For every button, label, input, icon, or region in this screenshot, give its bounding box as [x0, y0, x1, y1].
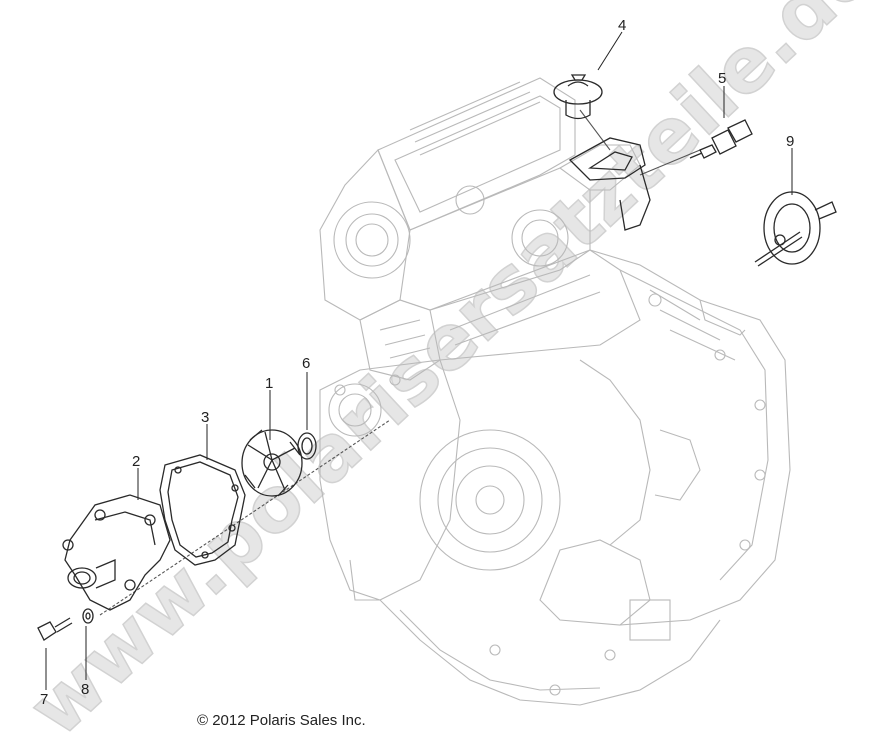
callout-3: 3: [201, 409, 209, 426]
washer: [82, 608, 94, 624]
seal: [297, 432, 317, 460]
watermark-text: www.polarisersatzteile.de: [12, 0, 882, 750]
callout-4: 4: [618, 17, 626, 34]
water-pump-cover: [62, 494, 171, 611]
copyright-text: © 2012 Polaris Sales Inc.: [197, 712, 366, 729]
engine-block: [319, 77, 791, 706]
callout-7: 7: [40, 691, 48, 708]
bolt: [37, 617, 73, 641]
impeller: [241, 429, 303, 497]
pump-shaft-gear: [754, 191, 837, 267]
thermostat: [553, 74, 651, 231]
callouts: 1 2 3 4 5 6 7 8 9: [40, 17, 794, 708]
callout-8: 8: [81, 681, 89, 698]
temperature-sensor: [689, 119, 753, 159]
callout-9: 9: [786, 133, 794, 150]
callout-6: 6: [302, 355, 310, 372]
callout-1: 1: [265, 375, 273, 392]
callout-2: 2: [132, 453, 140, 470]
gasket: [159, 454, 246, 566]
callout-5: 5: [718, 70, 726, 87]
